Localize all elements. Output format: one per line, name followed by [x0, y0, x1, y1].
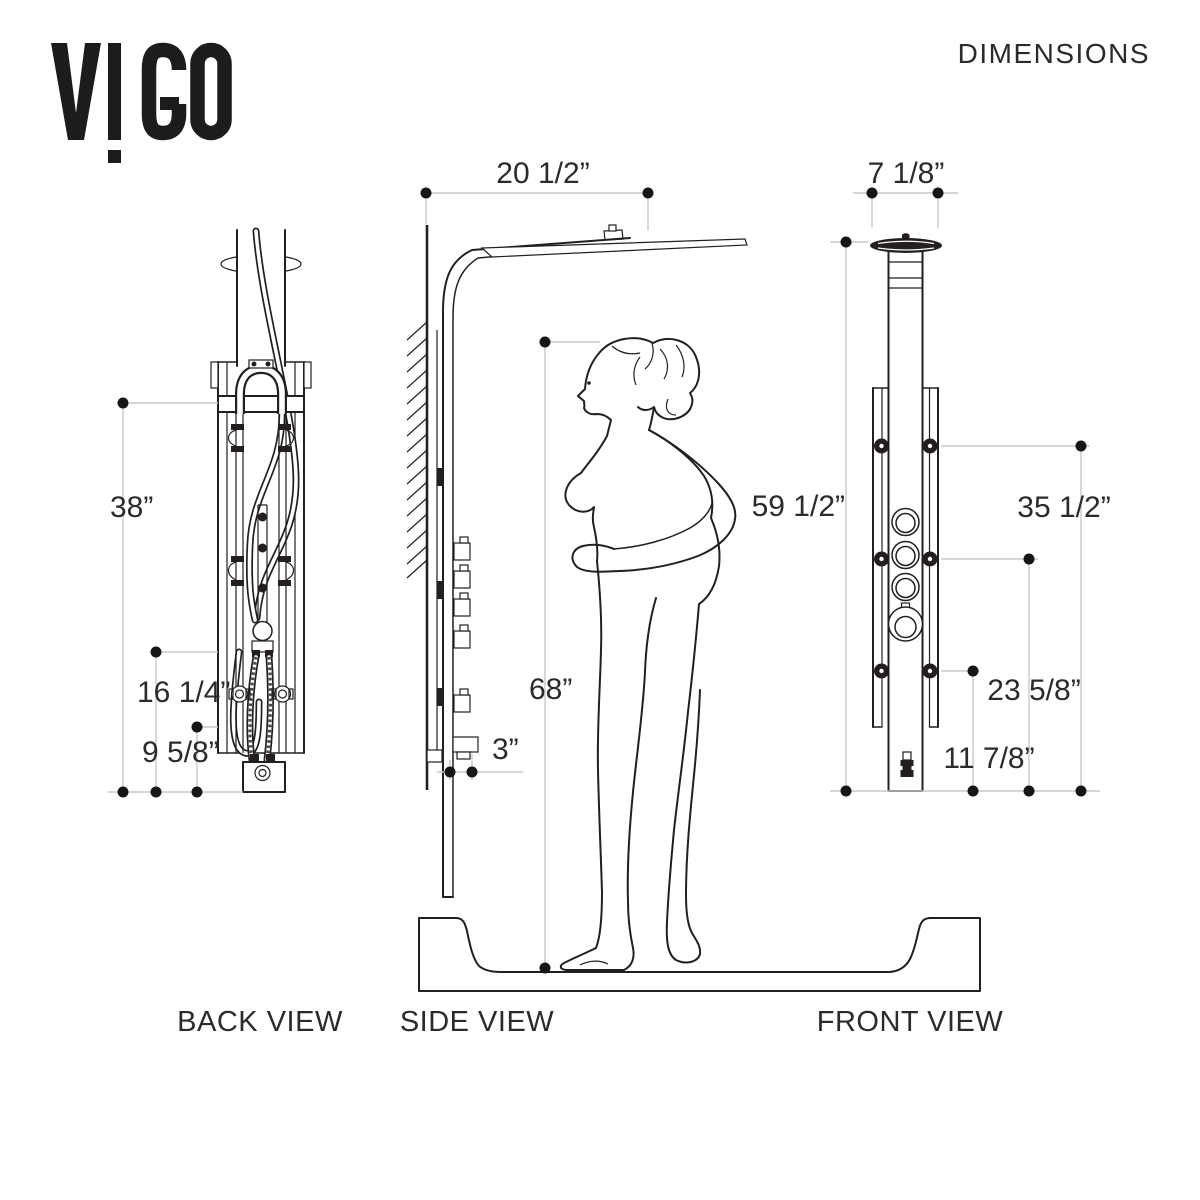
back-dim-9-5-8: 9 5/8” — [142, 721, 219, 792]
logo-letter-g — [141, 42, 187, 141]
side-view: 20 1/2” 68” 3” — [406, 157, 981, 992]
front-dim-baseline — [830, 785, 1100, 797]
page-title: DIMENSIONS — [958, 38, 1150, 69]
side-dim-68-label: 68” — [529, 673, 572, 706]
logo-letter-i — [108, 43, 121, 140]
logo-letter-g-bar — [160, 97, 179, 110]
view-labels: BACK VIEW SIDE VIEW FRONT VIEW — [177, 1006, 1003, 1038]
back-view: 38” 16 1/4” 9 5/8” — [108, 227, 312, 798]
side-body-jets — [453, 536, 471, 713]
side-view-drawing — [406, 224, 981, 992]
back-dim-16-1-4: 16 1/4” — [137, 646, 230, 792]
front-view-label: FRONT VIEW — [817, 1006, 1004, 1038]
side-dim-68: 68” — [529, 336, 600, 974]
front-dim-35-1-2: 35 1/2” — [941, 440, 1111, 791]
wall-hatch — [406, 321, 428, 579]
side-dim-20-1-2: 20 1/2” — [420, 157, 654, 230]
front-dim-7-1-8: 7 1/8” — [853, 157, 958, 228]
side-dim-3: 3” — [437, 733, 523, 780]
front-dim-11-7-8: 11 7/8” — [941, 665, 1035, 791]
shower-tray — [418, 917, 981, 992]
back-dim-baseline — [108, 786, 243, 798]
logo-letter-v — [51, 43, 101, 140]
front-view-drawing — [870, 233, 942, 792]
front-dim-11-7-8-label: 11 7/8” — [943, 742, 1034, 775]
front-dim-59-1-2-label: 59 1/2” — [752, 490, 845, 523]
front-dim-23-5-8-label: 23 5/8” — [987, 674, 1080, 707]
panel-screws — [874, 438, 938, 679]
back-dim-38: 38” — [110, 397, 218, 792]
logo-letter-o — [190, 42, 232, 141]
back-view-label: BACK VIEW — [177, 1006, 343, 1038]
front-dim-35-1-2-label: 35 1/2” — [1017, 491, 1110, 524]
front-view: 7 1/8” 59 1/2” 35 1/2” 23 5/8” 11 7/8” — [752, 157, 1111, 797]
back-dim-16-1-4-label: 16 1/4” — [137, 676, 230, 709]
back-dim-38-label: 38” — [110, 491, 153, 524]
figure-woman-profile — [559, 337, 737, 971]
front-dim-23-5-8: 23 5/8” — [941, 553, 1081, 791]
side-dim-3-label: 3” — [492, 733, 519, 766]
logo-letter-i-dot — [108, 150, 121, 163]
vigo-logo — [51, 42, 232, 163]
back-view-drawing — [210, 227, 312, 793]
handshower-dock — [900, 751, 914, 777]
back-dim-9-5-8-label: 9 5/8” — [142, 736, 219, 769]
front-dim-7-1-8-label: 7 1/8” — [868, 157, 945, 190]
side-dim-20-1-2-label: 20 1/2” — [496, 157, 589, 190]
side-view-label: SIDE VIEW — [400, 1006, 554, 1038]
front-dim-59-1-2: 59 1/2” — [752, 236, 868, 791]
control-knobs — [887, 507, 924, 642]
